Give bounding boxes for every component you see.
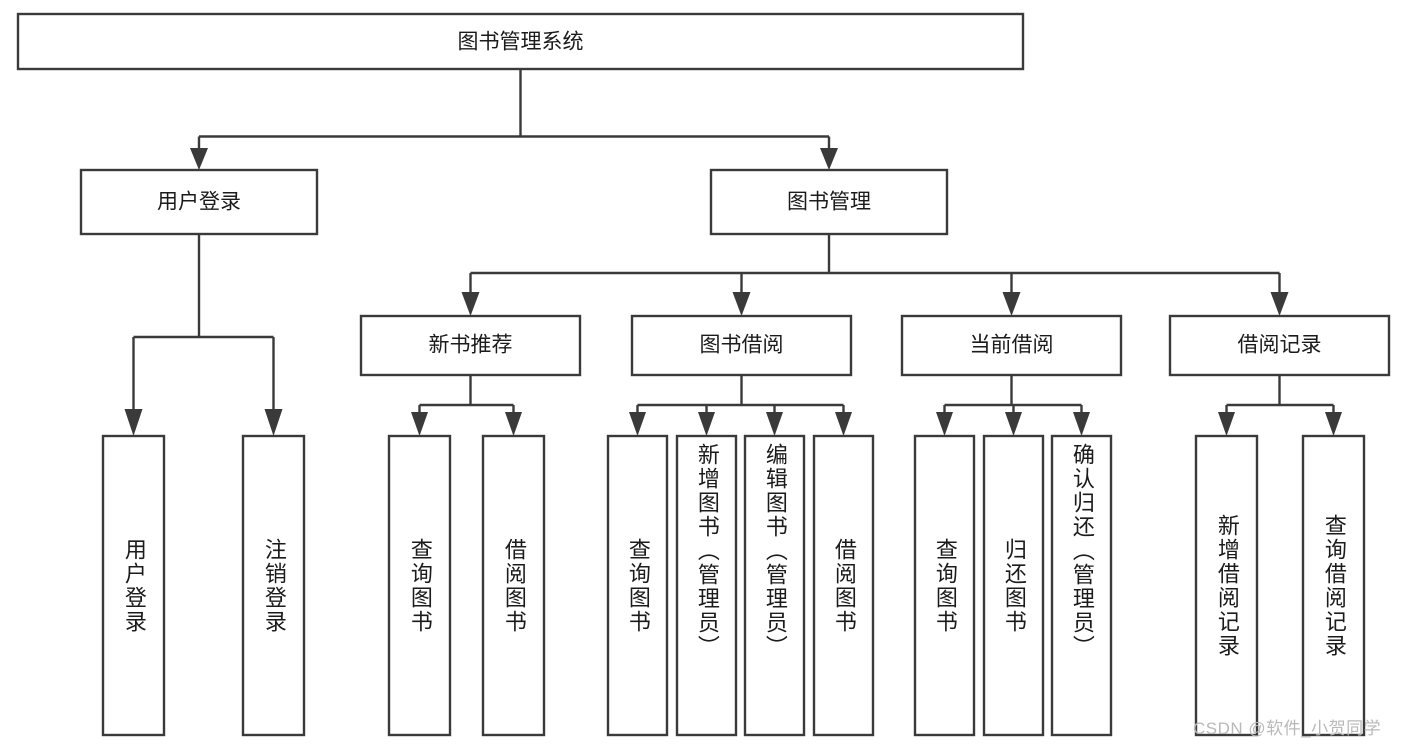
node-leaf-query-book-rec-box[interactable]	[387, 434, 452, 737]
arrowhead-leaf-return-book	[1005, 412, 1022, 436]
node-leaf-borrow-book-rec-box[interactable]	[481, 434, 546, 737]
node-user-login-box	[79, 168, 319, 236]
arrowhead-leaf-query-record	[1325, 412, 1342, 436]
arrowhead-book-manage	[820, 148, 838, 170]
leaf-boxes	[101, 434, 1366, 737]
arrowhead-borrow-record	[1270, 292, 1289, 316]
arrowhead-leaf-logout	[264, 409, 283, 436]
node-leaf-add-record-box[interactable]	[1194, 434, 1259, 737]
watermark-text: CSDN @软件_小贺同学	[1193, 719, 1382, 738]
arrowhead-leaf-edit-book	[766, 412, 783, 436]
arrowhead-book-borrow	[732, 292, 751, 316]
arrowhead-leaf-query-book-current	[936, 412, 953, 436]
arrowhead-leaf-query-book-borrow	[629, 412, 646, 436]
node-leaf-user-login-box[interactable]	[101, 434, 166, 737]
node-book-borrow[interactable]: 图书借阅	[630, 314, 853, 377]
node-borrow-record-label: 借阅记录	[1238, 334, 1322, 357]
arrowhead-current-borrow	[1002, 292, 1021, 316]
node-user-login-label: 用户登录	[157, 191, 241, 214]
arrowhead-leaf-user-login	[124, 409, 143, 436]
node-current-borrow-label: 当前借阅	[970, 334, 1054, 357]
arrowhead-leaf-add-book	[698, 412, 715, 436]
node-new-book-rec-label: 新书推荐	[429, 334, 513, 357]
node-leaf-edit-book-box[interactable]	[743, 434, 806, 737]
node-new-book-rec[interactable]: 新书推荐	[359, 314, 582, 377]
arrowhead-user-login	[190, 148, 208, 170]
node-book-manage[interactable]: 图书管理	[709, 168, 949, 236]
node-user-login[interactable]: 用户登录	[79, 168, 319, 236]
node-leaf-query-record-box[interactable]	[1301, 434, 1366, 737]
node-root[interactable]: 图书管理系统	[16, 12, 1025, 71]
arrowhead-leaf-borrow-book	[835, 412, 852, 436]
node-borrow-record[interactable]: 借阅记录	[1168, 314, 1391, 377]
connector-layer	[124, 69, 1342, 436]
node-leaf-query-book-borrow-box[interactable]	[606, 434, 669, 737]
node-borrow-record-box	[1168, 314, 1391, 377]
node-new-book-rec-box	[359, 314, 582, 377]
arrowhead-leaf-borrow-book-rec	[505, 412, 522, 436]
node-current-borrow[interactable]: 当前借阅	[900, 314, 1123, 377]
node-book-borrow-label: 图书借阅	[700, 334, 784, 357]
node-book-borrow-box	[630, 314, 853, 377]
node-current-borrow-box	[900, 314, 1123, 377]
arrowhead-leaf-query-book-rec	[411, 412, 428, 436]
node-leaf-query-book-current-box[interactable]	[913, 434, 976, 737]
node-book-manage-box	[709, 168, 949, 236]
node-leaf-logout-box[interactable]	[241, 434, 306, 737]
node-leaf-add-book-box[interactable]	[675, 434, 738, 737]
node-leaf-confirm-return-box[interactable]	[1050, 434, 1113, 737]
node-book-manage-label: 图书管理	[787, 191, 871, 214]
node-root-label: 图书管理系统	[458, 31, 584, 54]
node-root-box	[16, 12, 1025, 71]
arrowhead-leaf-confirm-return	[1073, 412, 1090, 436]
node-leaf-borrow-book-box[interactable]	[812, 434, 875, 737]
arrowhead-new-book-rec	[461, 292, 480, 316]
node-leaf-return-book-box[interactable]	[982, 434, 1045, 737]
arrowhead-leaf-add-record	[1218, 412, 1235, 436]
